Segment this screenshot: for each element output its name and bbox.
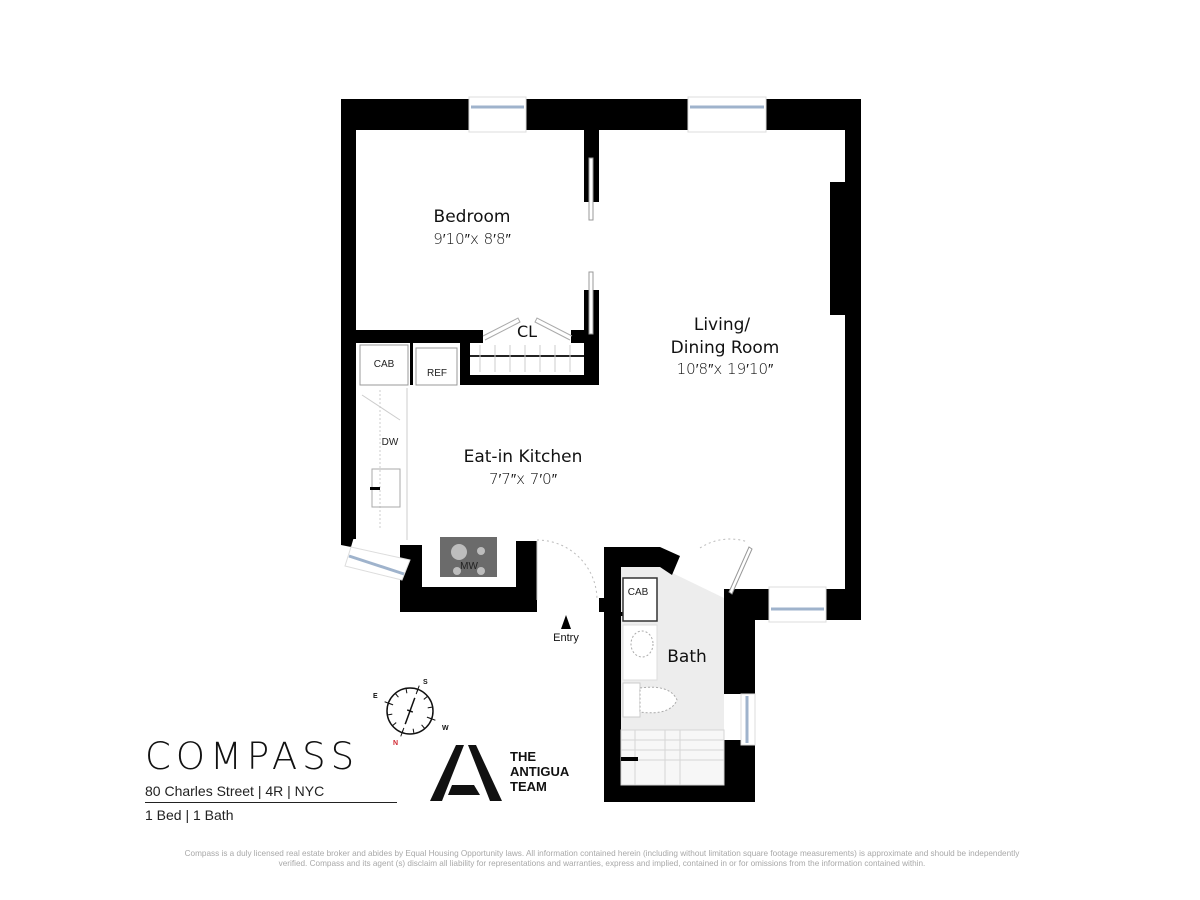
toilet-bowl-icon: [639, 686, 678, 714]
refrigerator-label: REF: [427, 368, 447, 379]
team-line-3: TEAM: [510, 779, 547, 794]
compass-rose-icon: S E W N: [373, 679, 449, 747]
closet-label: CL: [517, 322, 537, 341]
team-logo: THE ANTIGUA TEAM: [430, 745, 569, 801]
bath-label: Bath: [667, 647, 707, 667]
bedroom-label: Bedroom: [434, 207, 511, 227]
dishwasher-label: DW: [382, 437, 399, 448]
microwave-range: [440, 537, 497, 577]
compass-n: N: [393, 740, 398, 747]
wall-corner-slant-2: [400, 545, 422, 587]
burner-icons: [451, 544, 485, 575]
bath-cabinet: [622, 577, 658, 622]
kitchen-dimensions: 7′7″x 7′0″: [489, 470, 558, 488]
shower: [620, 729, 725, 786]
bedroom-dimensions: 9′10″x 8′8″: [433, 230, 511, 248]
bath-cabinet-label: CAB: [628, 587, 649, 598]
antigua-a-icon: [430, 745, 502, 801]
team-name: THE ANTIGUA TEAM: [510, 749, 569, 794]
sink-faucet: [370, 487, 380, 490]
team-line-2: ANTIGUA: [510, 764, 570, 779]
compass-logo: COMPASS: [145, 735, 360, 778]
kitchen-counter: [361, 388, 408, 540]
property-address: 80 Charles Street | 4R | NYC: [145, 783, 397, 803]
team-line-1: THE: [510, 749, 536, 764]
living-dimensions: 10′8″x 19′10″: [677, 360, 774, 378]
kitchen-cabinet: [359, 344, 409, 386]
legal-disclaimer: Compass is a duly licensed real estate b…: [184, 849, 1020, 868]
walls: [341, 99, 861, 802]
living-label-2: Dining Room: [671, 338, 780, 358]
windows: [344, 96, 827, 746]
compass-w: W: [442, 725, 449, 732]
entry-label: Entry: [553, 632, 579, 644]
property-summary: 1 Bed | 1 Bath: [145, 807, 234, 823]
closet-shelves: [470, 345, 584, 372]
wall-corner-slant: [341, 530, 356, 547]
living-label-1: Living/: [694, 315, 751, 335]
kitchen-label: Eat-in Kitchen: [464, 447, 583, 467]
brand-block: COMPASS 80 Charles Street | 4R | NYC 1 B…: [145, 737, 397, 823]
sink-icon: [630, 630, 654, 658]
toilet-tank: [622, 682, 641, 718]
kitchen-cabinet-label: CAB: [374, 359, 395, 370]
compass-s: S: [423, 679, 428, 686]
refrigerator: [415, 347, 458, 386]
microwave-label: MW: [460, 561, 478, 572]
entry-arrow-icon: [561, 615, 571, 629]
doors: [482, 157, 753, 601]
compass-e: E: [373, 693, 378, 700]
shower-valve: [621, 757, 638, 761]
